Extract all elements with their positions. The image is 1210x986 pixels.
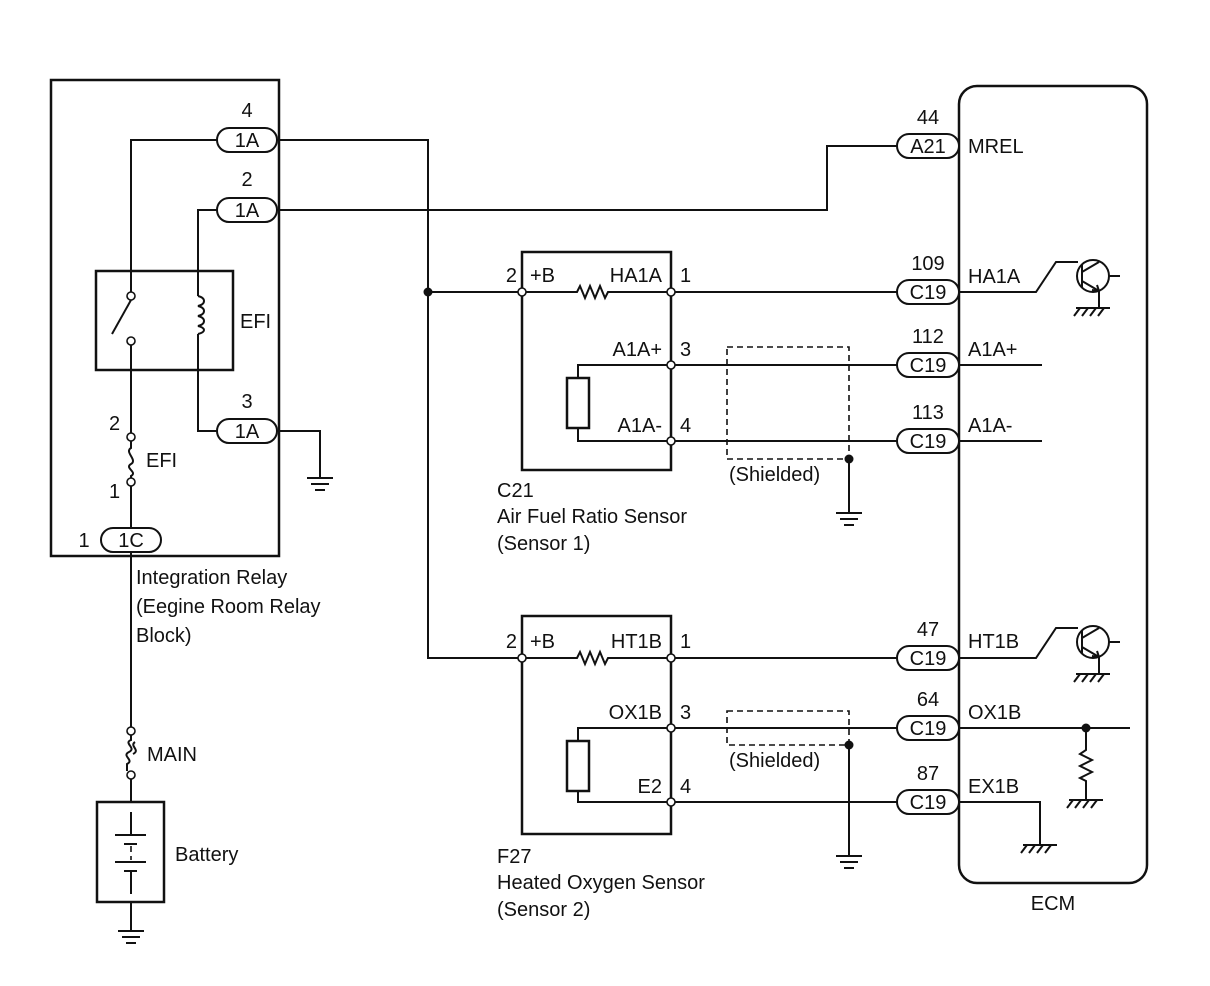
svg-text:3: 3 xyxy=(680,702,691,724)
svg-text:(Shielded): (Shielded) xyxy=(729,464,820,486)
sensor1-position: (Sensor 1) xyxy=(497,533,590,555)
svg-text:1: 1 xyxy=(680,631,691,653)
battery: Battery xyxy=(95,800,238,904)
svg-text:MAIN: MAIN xyxy=(147,744,197,766)
svg-text:64: 64 xyxy=(917,689,939,711)
ecm-pin-ex1b: C19 87 EX1B xyxy=(896,763,1019,815)
sensor2-name: Heated Oxygen Sensor xyxy=(497,872,705,894)
svg-text:4: 4 xyxy=(680,415,691,437)
sensor2-position: (Sensor 2) xyxy=(497,899,590,921)
svg-text:A1A+: A1A+ xyxy=(968,339,1017,361)
svg-text:(Shielded): (Shielded) xyxy=(729,750,820,772)
svg-text:44: 44 xyxy=(917,107,939,129)
relay-ground-icon xyxy=(307,477,333,491)
sensor2-shield: (Shielded) xyxy=(726,710,862,869)
sensor1-shield: (Shielded) xyxy=(726,346,862,526)
ecm-pin-a1a-plus: C19 112 A1A+ xyxy=(896,326,1017,378)
svg-text:C19: C19 xyxy=(910,792,947,814)
ecm-pin-ht1b: C19 47 HT1B xyxy=(896,619,1019,671)
relay-connector-1c: 1C 1 xyxy=(78,527,162,553)
svg-text:A1A-: A1A- xyxy=(618,415,662,437)
svg-text:3: 3 xyxy=(241,391,252,413)
svg-text:OX1B: OX1B xyxy=(968,702,1021,724)
svg-text:A21: A21 xyxy=(910,136,946,158)
svg-text:3: 3 xyxy=(680,339,691,361)
svg-text:4: 4 xyxy=(241,100,252,122)
sensor1-code: C21 xyxy=(497,480,534,502)
svg-text:C19: C19 xyxy=(910,648,947,670)
ecm-pin-a1a-minus: C19 113 A1A- xyxy=(896,402,1012,454)
svg-text:1C: 1C xyxy=(118,530,144,552)
ecm-label: ECM xyxy=(1031,893,1075,915)
efi-fuse: 2 1 EFI xyxy=(109,413,177,503)
svg-text:OX1B: OX1B xyxy=(609,702,662,724)
svg-text:1A: 1A xyxy=(235,130,260,152)
svg-text:4: 4 xyxy=(680,776,691,798)
svg-text:HA1A: HA1A xyxy=(610,265,663,287)
ecm-box xyxy=(957,84,1149,885)
svg-text:109: 109 xyxy=(911,253,944,275)
svg-text:HT1B: HT1B xyxy=(968,631,1019,653)
efi-relay: EFI xyxy=(94,269,271,372)
svg-text:113: 113 xyxy=(912,402,944,424)
ecm-pin-ha1a: C19 109 HA1A xyxy=(896,253,1021,305)
relay-connector-pin2: 1A 2 xyxy=(216,169,278,223)
svg-text:A1A+: A1A+ xyxy=(613,339,662,361)
svg-text:C19: C19 xyxy=(910,355,947,377)
relay-title-line1: Integration Relay xyxy=(136,567,287,589)
svg-text:1: 1 xyxy=(109,481,120,503)
ecm-pin-ox1b: C19 64 OX1B xyxy=(896,689,1021,741)
svg-text:EFI: EFI xyxy=(146,450,177,472)
svg-text:C19: C19 xyxy=(910,431,947,453)
svg-text:Battery: Battery xyxy=(175,844,238,866)
svg-text:1A: 1A xyxy=(235,200,260,222)
sensor2-heated-oxygen: 2 +B HT1B 1 OX1B 3 E2 4 xyxy=(506,614,691,836)
svg-text:MREL: MREL xyxy=(968,136,1024,158)
relay-title-line3: Block) xyxy=(136,625,192,647)
svg-text:A1A-: A1A- xyxy=(968,415,1012,437)
ex1b-ground-icon xyxy=(959,801,1057,854)
svg-text:2: 2 xyxy=(241,169,252,191)
svg-text:2: 2 xyxy=(506,265,517,287)
svg-text:HA1A: HA1A xyxy=(968,266,1021,288)
svg-text:C19: C19 xyxy=(910,282,947,304)
svg-text:EFI: EFI xyxy=(240,311,271,333)
sensor2-code: F27 xyxy=(497,846,531,868)
svg-text:47: 47 xyxy=(917,619,939,641)
svg-text:EX1B: EX1B xyxy=(968,776,1019,798)
battery-ground-icon xyxy=(118,902,144,944)
svg-text:1: 1 xyxy=(78,530,89,552)
ht1b-transistor-icon xyxy=(959,625,1120,683)
svg-text:+B: +B xyxy=(530,265,555,287)
relay-title-line2: (Eegine Room Relay xyxy=(136,596,321,618)
svg-text:2: 2 xyxy=(109,413,120,435)
main-fusible-link: MAIN xyxy=(125,726,197,780)
svg-text:1: 1 xyxy=(680,265,691,287)
svg-text:C19: C19 xyxy=(910,718,947,740)
sensor1-name: Air Fuel Ratio Sensor xyxy=(497,506,687,528)
svg-text:87: 87 xyxy=(917,763,939,785)
svg-text:+B: +B xyxy=(530,631,555,653)
sensor1-air-fuel-ratio: 2 +B HA1A 1 A1A+ 3 A1A- 4 xyxy=(506,250,691,472)
ha1a-transistor-icon xyxy=(959,259,1120,317)
ecm-pin-mrel: A21 44 MREL xyxy=(896,107,1024,159)
svg-text:HT1B: HT1B xyxy=(611,631,662,653)
svg-text:112: 112 xyxy=(912,326,944,348)
ox1b-resistor-icon xyxy=(959,723,1130,809)
integration-relay-box xyxy=(49,78,281,558)
svg-text:2: 2 xyxy=(506,631,517,653)
relay-connector-pin4: 1A 4 xyxy=(216,100,278,153)
svg-text:E2: E2 xyxy=(638,776,662,798)
relay-connector-pin3: 1A 3 xyxy=(216,391,278,444)
svg-text:1A: 1A xyxy=(235,421,260,443)
